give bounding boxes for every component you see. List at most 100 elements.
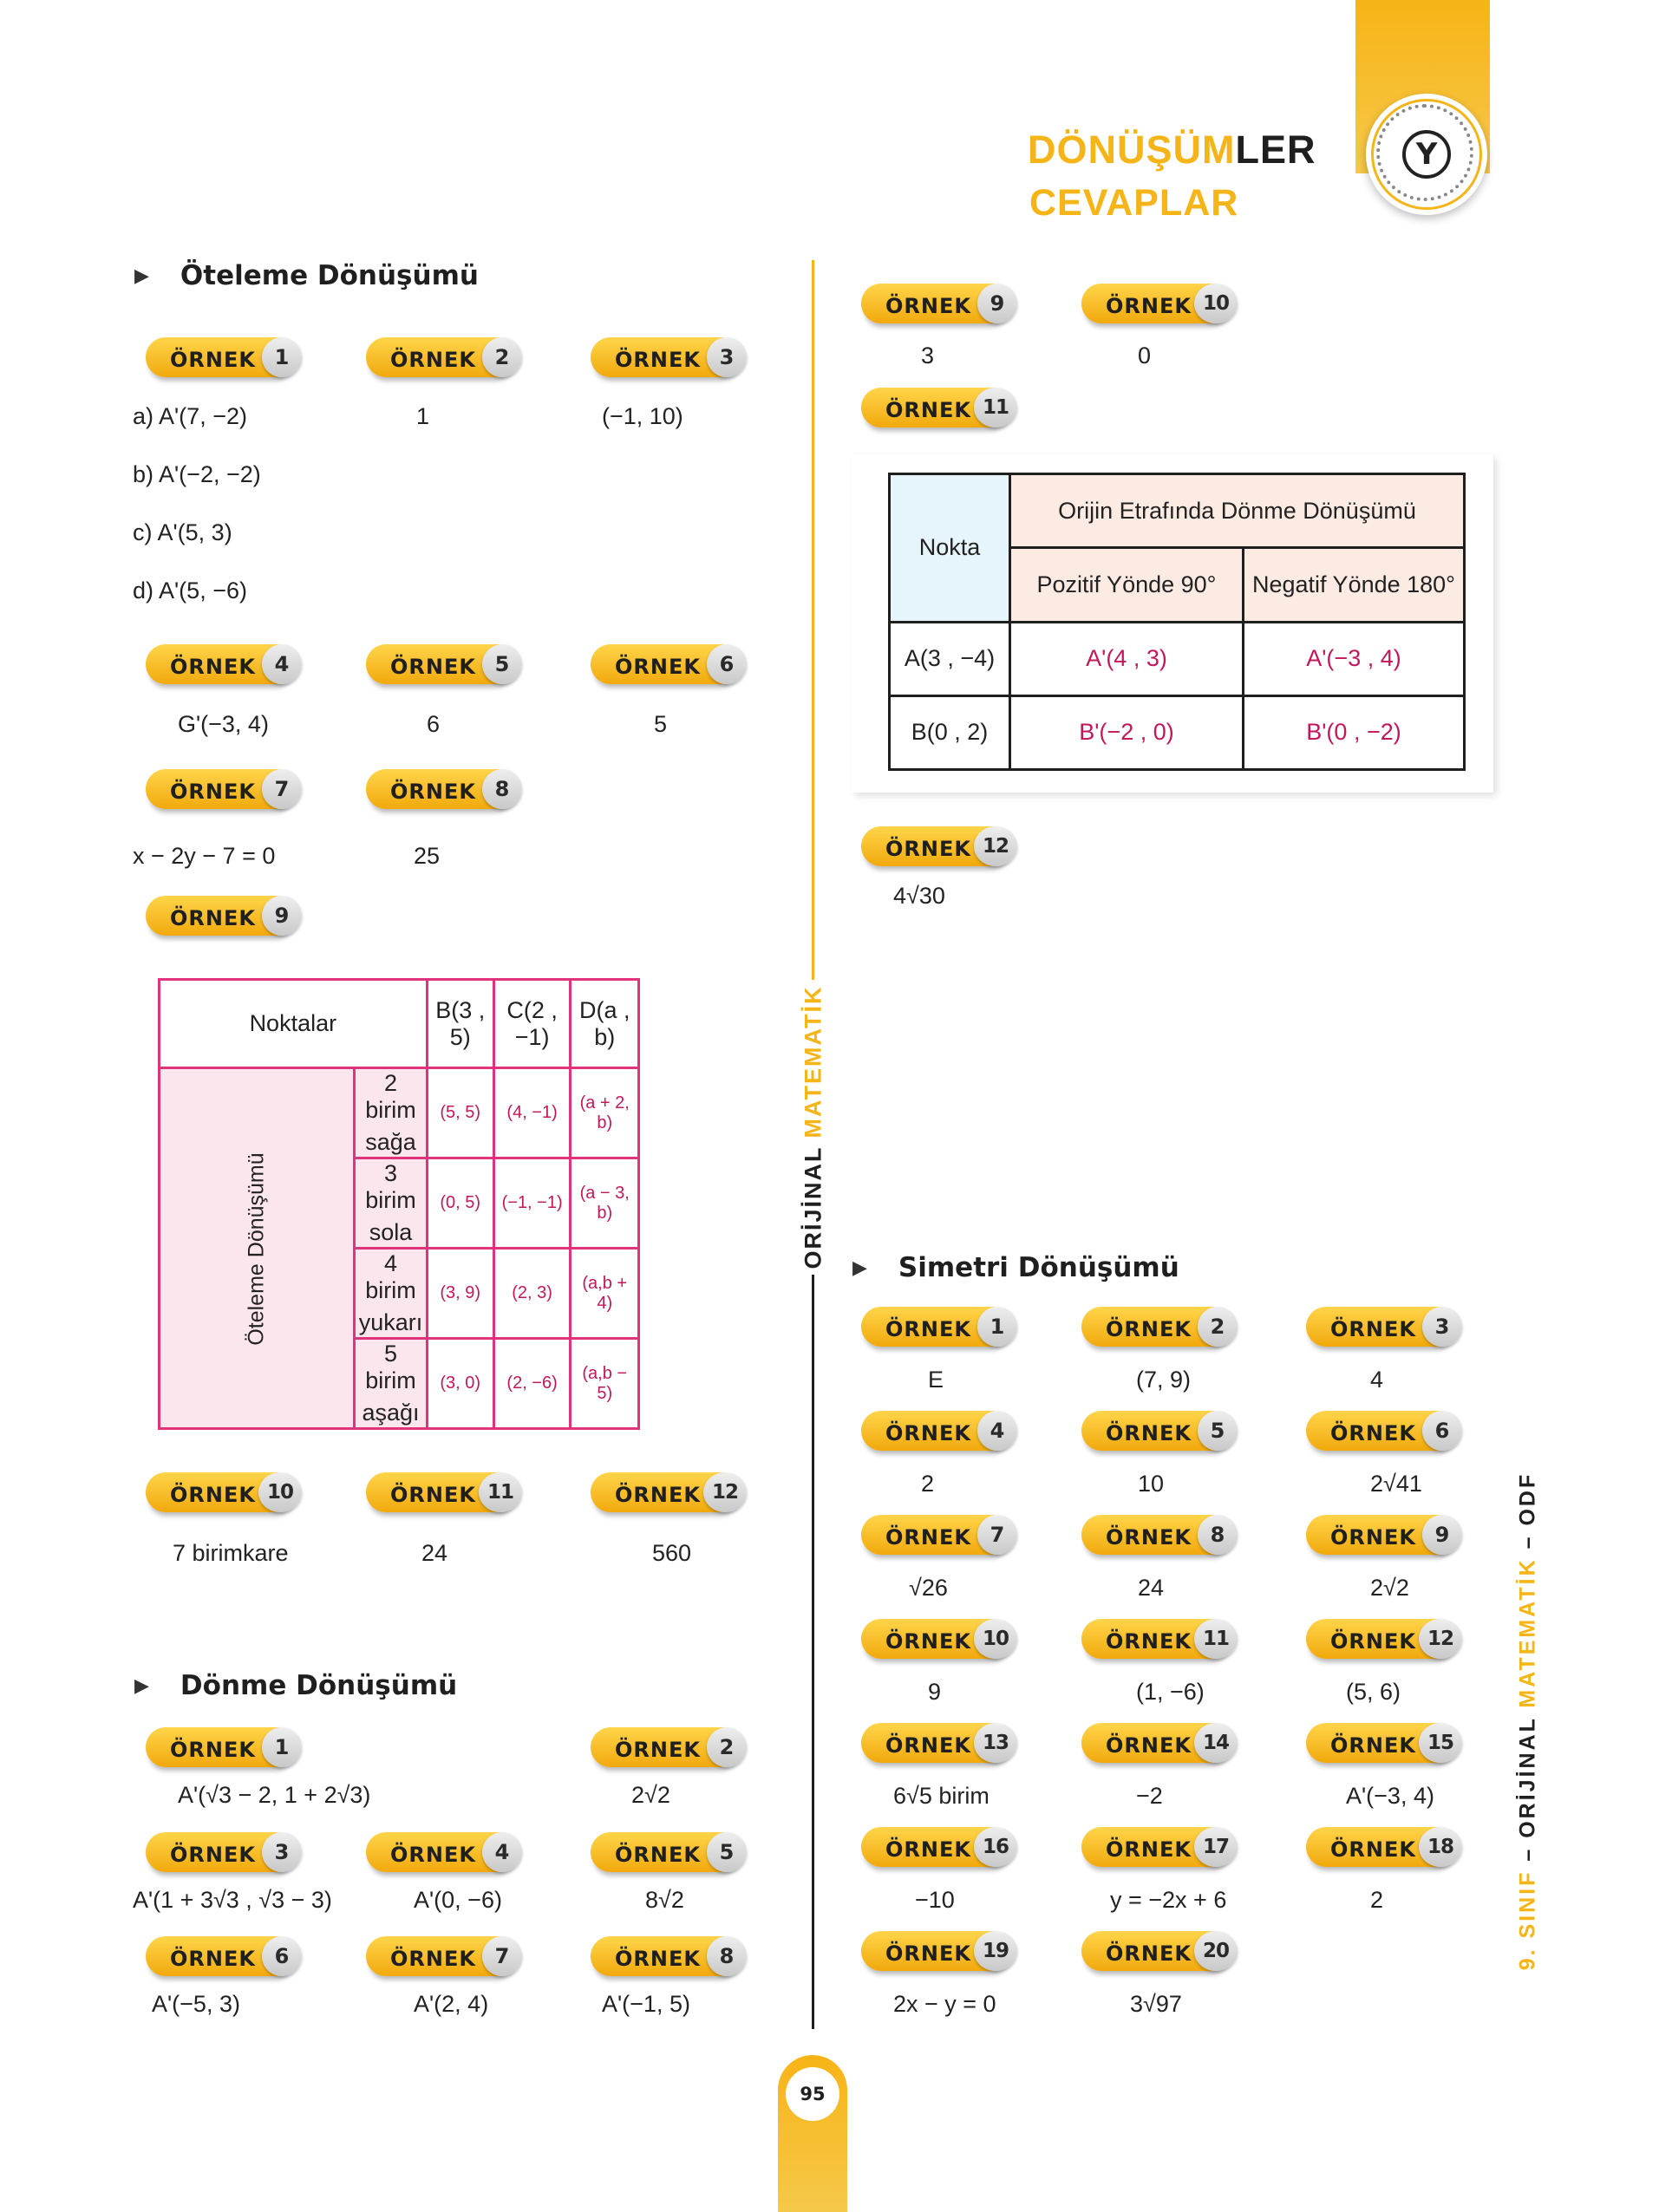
answer-oteleme-8: 25: [414, 843, 441, 869]
answer-simetri-10: 9: [928, 1679, 942, 1705]
triangle-bullet-icon: ▶: [134, 265, 149, 287]
table-cell: (5, 5): [425, 1067, 495, 1159]
table-cell: A'(−3 , 4): [1242, 620, 1466, 697]
answer-simetri-15: A'(−3, 4): [1346, 1783, 1434, 1809]
page-subtitle: CEVAPLAR: [1029, 182, 1239, 224]
page-title: DÖNÜŞÜMLER: [1028, 130, 1316, 169]
table-cell: (a,b − 5): [569, 1337, 640, 1430]
answer-simetri-13: 6√5 birim: [893, 1783, 990, 1809]
answer-oteleme-1c: c) A'(5, 3): [133, 519, 232, 545]
table-main-header: Orijin Etrafında Dönme Dönüşümü: [1009, 472, 1466, 550]
answer-simetri-18: 2: [1370, 1887, 1384, 1913]
table-header-cell: C(2 , −1): [492, 978, 572, 1069]
table-header-cell: B(3 , 5): [425, 978, 495, 1069]
answer-oteleme-4: G'(−3, 4): [178, 711, 269, 737]
table-header-cell: Noktalar: [158, 978, 428, 1069]
answer-donme-10: 0: [1138, 343, 1152, 369]
vertical-brand-label: ORİJİNAL MATEMATİK: [800, 985, 826, 1269]
title-rest: LER: [1235, 127, 1316, 172]
answer-simetri-7: √26: [909, 1575, 948, 1601]
answer-simetri-12: (5, 6): [1346, 1679, 1401, 1705]
answer-donme-6: A'(−5, 3): [152, 1991, 240, 2017]
answer-donme-9: 3: [921, 343, 935, 369]
answer-simetri-4: 2: [921, 1471, 935, 1497]
answer-simetri-6: 2√41: [1370, 1471, 1422, 1497]
answer-oteleme-2: 1: [416, 403, 430, 429]
answer-oteleme-11: 24: [421, 1540, 448, 1566]
answer-simetri-16: −10: [915, 1887, 955, 1913]
section-title-donme: ▶Dönme Dönüşümü: [134, 1670, 458, 1701]
table-sub-header: Pozitif Yönde 90°: [1009, 546, 1244, 623]
table-header-cell: D(a , b): [569, 978, 640, 1069]
answer-oteleme-3: (−1, 10): [602, 403, 683, 429]
page-number: 95: [786, 2067, 839, 2121]
answer-donme-4: A'(0, −6): [414, 1887, 502, 1913]
table-corner-cell: Nokta: [888, 473, 1011, 623]
table-side-label: Öteleme Dönüşümü: [244, 1152, 269, 1346]
answer-simetri-9: 2√2: [1370, 1575, 1409, 1601]
clock-logo-icon: Y: [1366, 94, 1487, 215]
answer-oteleme-12: 560: [652, 1540, 692, 1566]
answer-simetri-17: y = −2x + 6: [1110, 1887, 1227, 1913]
answer-simetri-8: 24: [1138, 1575, 1165, 1601]
answer-donme-1: A'(√3 − 2, 1 + 2√3): [178, 1782, 371, 1808]
title-highlight: DÖNÜŞÜM: [1028, 127, 1236, 172]
answer-oteleme-1b: b) A'(−2, −2): [133, 461, 261, 487]
logo-letter: Y: [1402, 130, 1451, 179]
table-cell: (2, 3): [492, 1247, 572, 1340]
column-divider-bottom: [812, 1275, 814, 2029]
table-cell: (4, −1): [492, 1067, 572, 1159]
table-cell: (−1, −1): [492, 1157, 572, 1250]
answer-oteleme-1a: a) A'(7, −2): [133, 403, 247, 429]
triangle-bullet-icon: ▶: [852, 1257, 867, 1279]
answer-simetri-5: 10: [1138, 1471, 1165, 1497]
column-divider-top: [812, 260, 814, 980]
answer-oteleme-10: 7 birimkare: [173, 1540, 289, 1566]
section-title-simetri: ▶Simetri Dönüşümü: [852, 1252, 1179, 1283]
table-cell: (a,b + 4): [569, 1247, 640, 1340]
table-cell: B'(−2 , 0): [1009, 694, 1244, 772]
answer-donme-7: A'(2, 4): [414, 1991, 489, 2017]
table-side-label-cell: Öteleme Dönüşümü: [157, 1067, 356, 1430]
table-cell: (3, 9): [425, 1247, 495, 1340]
triangle-bullet-icon: ▶: [134, 1675, 149, 1697]
table-row-label: B(0 , 2): [888, 694, 1011, 772]
